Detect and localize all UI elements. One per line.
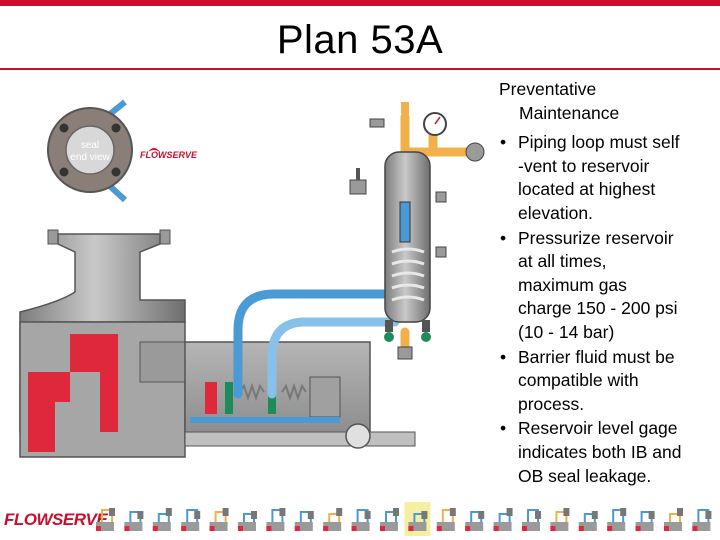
gland-bolt: [60, 168, 69, 177]
coolant-valve: [421, 332, 431, 342]
bullet-glyph: •: [500, 417, 506, 441]
bullet-item: • Reservoir level gage indicates both IB…: [497, 417, 715, 488]
diagram-logo: FLOWSERVE: [140, 148, 198, 160]
heading-line-2: Maintenance: [499, 102, 715, 126]
plan-thumbnail[interactable]: [210, 508, 229, 531]
plan-thumbnail[interactable]: [181, 510, 200, 531]
plan-thumbnail[interactable]: [550, 508, 569, 531]
plan-thumbnail[interactable]: [692, 510, 711, 531]
bullet-item: • Pressurize reservoir at all times, max…: [497, 227, 715, 345]
plan-thumbnail[interactable]: [522, 510, 541, 531]
level-switch: [436, 247, 446, 257]
plan-thumbnail-current[interactable]: [404, 502, 430, 536]
end-view-label-2: end view: [70, 152, 110, 163]
plan-53a-diagram: seal end view FLOWSERVE: [0, 72, 495, 492]
vent-valve: [370, 119, 384, 127]
bullet-line: Barrier fluid must be: [518, 347, 675, 367]
bullet-line: charge 150 - 200 psi: [518, 298, 678, 318]
barrier-cavity: [190, 417, 340, 423]
plan-thumbnail[interactable]: [664, 508, 683, 531]
impeller-eye: [70, 334, 100, 372]
reservoir: [384, 152, 446, 359]
coolant-valve: [384, 332, 394, 342]
bullet-glyph: •: [500, 346, 506, 370]
bullet-line: (10 - 14 bar): [518, 322, 614, 342]
title-divider: [0, 68, 720, 70]
seal-chamber: [185, 342, 415, 448]
plan-thumbnail[interactable]: [323, 508, 342, 531]
plan-thumbnail[interactable]: [607, 508, 626, 531]
impeller-passage: [100, 334, 118, 432]
gas-valve: [466, 143, 484, 161]
inboard-seal-face: [205, 382, 217, 414]
plan-thumbnail[interactable]: [465, 511, 484, 531]
maintenance-panel: Preventative Maintenance • Piping loop m…: [497, 78, 715, 489]
bullet-line: indicates both IB and: [518, 442, 681, 462]
plan-thumbnail[interactable]: [266, 508, 285, 531]
bullet-line: -vent to reservoir: [518, 156, 649, 176]
bullet-line: process.: [518, 394, 584, 414]
bullet-line: OB seal leakage.: [518, 466, 651, 486]
inboard-seal-ring: [225, 382, 233, 414]
bullet-item: • Barrier fluid must be compatible with …: [497, 346, 715, 417]
plan-thumbnail[interactable]: [153, 508, 172, 531]
bullet-line: Pressurize reservoir: [518, 228, 674, 248]
plan-thumbnail[interactable]: [579, 511, 598, 531]
pump-casing: [20, 230, 185, 457]
plan-thumbnail[interactable]: [636, 511, 655, 531]
bearing: [346, 424, 370, 448]
level-gage: [400, 202, 410, 242]
top-accent-bar: [0, 0, 720, 6]
level-switch: [436, 192, 446, 202]
plan-thumbnail[interactable]: [352, 510, 371, 531]
plan-thumbnail[interactable]: [295, 511, 314, 531]
plan-thumbnail[interactable]: [96, 508, 115, 531]
bullet-line: maximum gas: [518, 275, 627, 295]
heading-line-1: Preventative: [499, 78, 715, 102]
plan-thumbnail-strip: [92, 502, 718, 538]
gland-bolt: [112, 124, 121, 133]
bullet-glyph: •: [500, 227, 506, 251]
gland-bolt: [60, 124, 69, 133]
bullet-line: compatible with: [518, 370, 639, 390]
end-view-label-1: seal: [81, 140, 99, 151]
slide-title: Plan 53A: [0, 18, 720, 63]
footer-bar: FLOWSERVE: [0, 498, 720, 540]
fill-valve: [350, 180, 366, 194]
plan-thumbnail[interactable]: [494, 508, 513, 531]
bullet-line: located at highest: [518, 179, 655, 199]
maintenance-list: • Piping loop must self -vent to reservo…: [497, 131, 715, 488]
seal-end-view: seal end view: [48, 102, 132, 200]
shaft: [185, 432, 415, 446]
vent-cap: [401, 102, 409, 114]
bullet-line: elevation.: [518, 203, 593, 223]
bullet-item: • Piping loop must self -vent to reservo…: [497, 131, 715, 225]
bullet-line: Piping loop must self: [518, 132, 679, 152]
gland-bolt: [112, 168, 121, 177]
bullet-line: Reservoir level gage: [518, 418, 678, 438]
plan-thumbnail[interactable]: [437, 508, 456, 531]
panel-heading: Preventative Maintenance: [499, 78, 715, 125]
plan-thumbnail[interactable]: [380, 508, 399, 531]
bullet-glyph: •: [500, 131, 506, 155]
plan-thumbnail[interactable]: [238, 511, 257, 531]
plan-thumbnail[interactable]: [124, 511, 143, 531]
bullet-line: at all times,: [518, 251, 607, 271]
diagram-logo-text: FLOWSERVE: [140, 150, 198, 160]
drain-valve: [398, 347, 412, 359]
